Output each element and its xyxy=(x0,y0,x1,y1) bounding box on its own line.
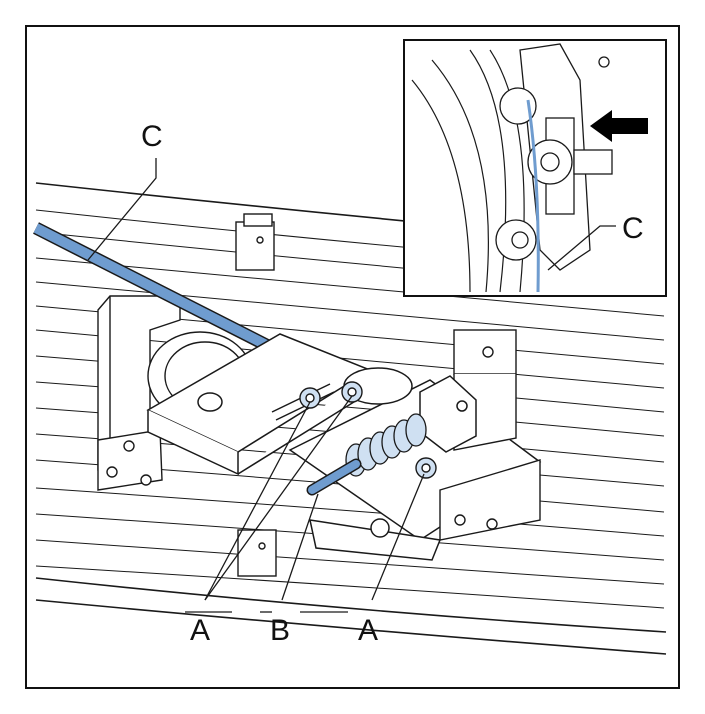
label-a-left: A xyxy=(190,614,210,647)
main-cable xyxy=(33,222,283,358)
inset-detail: C xyxy=(403,39,667,297)
leader-lines xyxy=(87,158,425,613)
arrow-left-icon xyxy=(590,110,648,142)
inset-cable xyxy=(526,99,540,293)
lower-clip xyxy=(237,529,277,577)
spring-rod xyxy=(306,458,362,496)
label-a-right: A xyxy=(358,614,378,647)
left-bracket xyxy=(97,295,181,491)
label-c-main: C xyxy=(141,120,163,153)
adjustment-screws xyxy=(299,381,437,479)
upper-clip xyxy=(235,213,275,271)
inset-leader xyxy=(547,225,616,271)
label-c-inset: C xyxy=(622,212,644,245)
label-b: B xyxy=(270,614,290,647)
